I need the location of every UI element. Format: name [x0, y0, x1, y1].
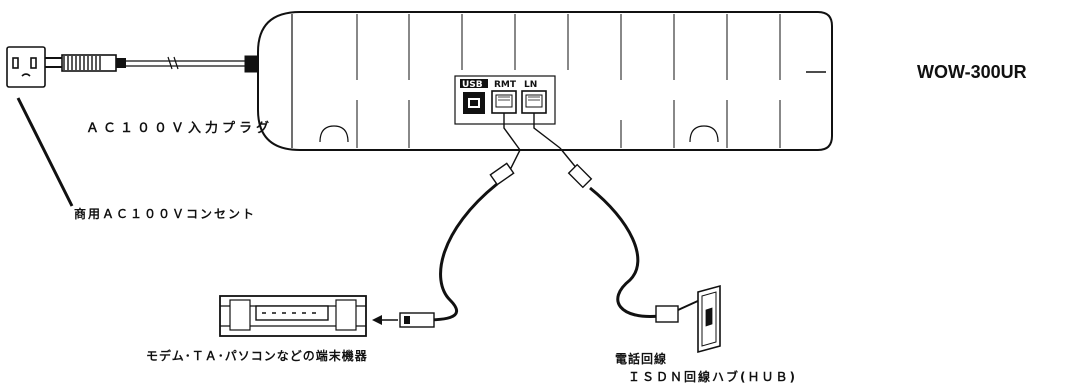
phone-line-label: 電話回線	[615, 352, 668, 366]
rmt-port-label: RMT	[494, 80, 517, 90]
outlet-label: 商用ＡＣ１００Ｖコンセント	[74, 207, 257, 221]
wall-jack	[655, 284, 721, 354]
ln-port-label: LN	[524, 80, 537, 90]
usb-port-label: USB	[462, 80, 483, 90]
terminal-device-label: モデム･ＴＡ･パソコンなどの端末機器	[146, 349, 368, 363]
terminal-connector	[372, 312, 435, 328]
line-cable	[533, 113, 661, 319]
isdn-hub-label: ＩＳＤＮ回線ハブ(ＨＵＢ)	[628, 370, 797, 384]
model-name: WOW-300UR	[917, 62, 1027, 82]
usb-port[interactable]	[463, 92, 485, 114]
terminal-device	[219, 295, 367, 337]
wall-outlet	[6, 46, 46, 88]
port-panel: USB RMT LN	[454, 75, 556, 125]
terminal-cable	[419, 113, 521, 322]
power-cord	[126, 55, 260, 73]
outlet-pointer-line	[16, 97, 74, 207]
ln-port[interactable]	[521, 90, 547, 114]
ac-plug-label: ＡＣ１００Ｖ入力プラグ	[86, 121, 274, 136]
ac-plug	[45, 54, 126, 72]
rmt-port[interactable]	[491, 90, 517, 114]
